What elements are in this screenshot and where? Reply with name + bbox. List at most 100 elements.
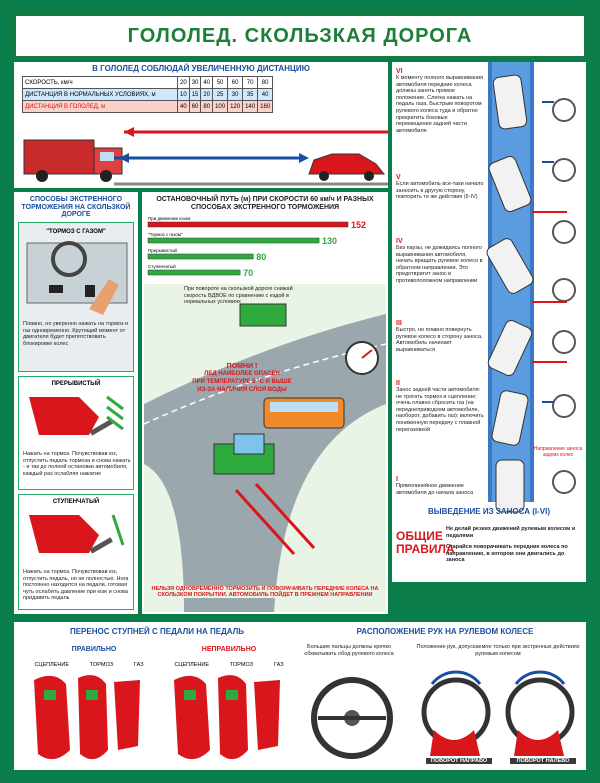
pedal-label: СЦЕПЛЕНИЕ	[34, 662, 69, 668]
bar	[147, 253, 254, 260]
cell: 70	[242, 76, 259, 89]
skid-step-4: IV Без паузы, не дожидаясь полного вырав…	[396, 238, 484, 285]
warning-line-4: ИЗ-ЗА НАЛИЧИЯ СЛОЯ ВОДЫ	[197, 386, 287, 393]
bar-label: "Тормоз с газом"	[148, 232, 183, 237]
hands-text-1: Большие пальцы должны крепко обхватывать…	[304, 644, 394, 657]
step-text: Без паузы, не дожидаясь полного выравнив…	[396, 245, 483, 284]
method-step-title: СТУПЕНЧАТЫЙ	[52, 499, 100, 505]
skid-panel: VI К моменту полного выравнивания автомо…	[392, 62, 586, 582]
cell: 160	[257, 100, 274, 113]
normal-row-label: ДИСТАНЦИЯ В НОРМАЛЬНЫХ УСЛОВИЯХ, м	[22, 88, 178, 101]
poster-title-box: ГОЛОЛЕД. СКОЛЬЗКАЯ ДОРОГА	[14, 14, 586, 58]
stopping-panel: ОСТАНОВОЧНЫЙ ПУТЬ (м) ПРИ СКОРОСТИ 60 км…	[142, 192, 388, 614]
warning-line-1: ПОМНИ !	[226, 363, 258, 370]
feet-ok-label: ПРАВИЛЬНО	[71, 646, 117, 653]
step-text: Быстро, но плавно повернуть рулевое коле…	[396, 327, 483, 353]
cell: 40	[200, 76, 214, 89]
general-rules: ОБЩИЕ ПРАВИЛА Не делай резких движений р…	[396, 524, 582, 578]
turn-left-label: ПОВОРОТ НАЛЕВО	[510, 758, 576, 764]
cell: 50	[212, 76, 229, 89]
skid-road-illustration	[486, 62, 576, 513]
step-number: V	[396, 174, 401, 181]
step-text: Прямолинейное движение автомобиля до нач…	[396, 483, 474, 496]
step-text: Если автомобиль все-таки начало заносить…	[396, 181, 484, 201]
cell: 40	[257, 88, 274, 101]
bar-value: 70	[243, 268, 253, 278]
cell: 35	[242, 88, 259, 101]
steering-wheel-illustration	[311, 670, 575, 759]
pulse-foot-icon	[29, 395, 124, 436]
step-text: Занос задней части автомобиля: не трогат…	[396, 387, 484, 433]
skid-step-3: III Быстро, но плавно повернуть рулевое …	[396, 320, 484, 353]
step-text: К моменту полного выравнивания автомобил…	[396, 75, 484, 134]
scene-note: При повороте на скользкой дороге снижай …	[184, 286, 293, 306]
distance-caption: В ГОЛОЛЕД СОБЛЮДАЙ УВЕЛИЧЕННУЮ ДИСТАНЦИЮ	[92, 64, 310, 73]
cell: 15	[188, 88, 202, 101]
pedal-label: ГАЗ	[134, 662, 144, 668]
cell: 140	[242, 100, 259, 113]
pedal-label: СЦЕПЛЕНИЕ	[174, 662, 209, 668]
cell: 60	[227, 76, 244, 89]
methods-caption: СПОСОБЫ ЭКСТРЕННОГО ТОРМОЖЕНИЯ НА СКОЛЬЗ…	[21, 196, 131, 219]
method-pulse-text: Нажать на тормоз. Почувствовав юз, отпус…	[23, 451, 131, 477]
cell: 80	[200, 100, 214, 113]
bar-value: 130	[322, 236, 337, 246]
cell: 10	[177, 88, 190, 101]
cell: 25	[212, 88, 229, 101]
stopping-caption: ОСТАНОВОЧНЫЙ ПУТЬ (м) ПРИ СКОРОСТИ 60 км…	[156, 196, 374, 211]
step-number: II	[396, 380, 400, 387]
poster-title: ГОЛОЛЕД. СКОЛЬЗКАЯ ДОРОГА	[127, 24, 473, 47]
warning-line-3: ПРИ ТЕМПЕРАТУРЕ 0 °С И ВЫШЕ	[192, 378, 292, 385]
pedals-illustration	[26, 241, 128, 315]
step-foot-icon	[29, 514, 125, 554]
warning-line-2: ЛЕД НАИБОЛЕЕ ОПАСЕН	[204, 371, 280, 378]
cell: 30	[227, 88, 244, 101]
bar	[147, 269, 241, 276]
pedal-label: ГАЗ	[274, 662, 284, 668]
feet-illustration	[34, 675, 280, 760]
road-scene-illustration	[144, 303, 386, 612]
cell: 30	[188, 76, 202, 89]
distance-panel: В ГОЛОЛЕД СОБЛЮДАЙ УВЕЛИЧЕННУЮ ДИСТАНЦИЮ…	[14, 62, 388, 188]
bar-value: 152	[351, 220, 366, 230]
cell: 20	[200, 88, 214, 101]
feet-ok-pedals: СЦЕПЛЕНИЕ ТОРМОЗ ГАЗ	[24, 662, 154, 668]
method-pulse: ПРЕРЫВИСТЫЙ Нажать на тормоз. Почувствов…	[18, 376, 134, 490]
scene: При повороте на скользкой дороге снижай …	[144, 284, 386, 612]
scene-bottom-warning: НЕЛЬЗЯ ОДНОВРЕМЕННО ТОРМОЗИТЬ И ПОВОРАЧИ…	[148, 586, 382, 598]
method-gas-title: "ТОРМОЗ С ГАЗОМ"	[46, 229, 106, 235]
step-number: VI	[396, 68, 403, 75]
cell: 60	[188, 100, 202, 113]
general-title: ОБЩИЕ ПРАВИЛА	[396, 529, 455, 556]
feet-bad-pedals: СЦЕПЛЕНИЕ ТОРМОЗ ГАЗ	[164, 662, 294, 668]
bar-label: При движении юзом	[148, 216, 190, 221]
skid-direction-label: Направление заноса задних колес	[533, 446, 583, 458]
cell: 80	[257, 76, 274, 89]
bar-value: 80	[256, 252, 266, 262]
bar-label: Прерывистый	[148, 247, 177, 253]
bar	[147, 237, 320, 244]
method-step-text: Нажать на тормоз. Почувствовав юз, отпус…	[23, 569, 129, 602]
cell: 120	[227, 100, 244, 113]
step-number: III	[396, 320, 402, 327]
hands-text-2: Положение рук, допускаемое только при эк…	[416, 644, 580, 657]
method-step: СТУПЕНЧАТЫЙ Нажать на тормоз. Почувствов…	[18, 494, 134, 610]
hands-caption: РАСПОЛОЖЕНИЕ РУК НА РУЛЕВОМ КОЛЕСЕ	[356, 627, 534, 636]
ice-row-label: ДИСТАНЦИЯ В ГОЛОЛЕД, м	[22, 100, 178, 113]
methods-panel: СПОСОБЫ ЭКСТРЕННОГО ТОРМОЖЕНИЯ НА СКОЛЬЗ…	[14, 192, 138, 614]
general-rule-1: Не делай резких движений рулевым колесом…	[446, 526, 576, 539]
turn-right-label: ПОВОРОТ НАПРАВО	[426, 758, 492, 764]
step-number: IV	[396, 238, 403, 245]
speed-row-label: СКОРОСТЬ, км/ч	[22, 76, 178, 89]
stopping-chart: При движении юзом 152 "Тормоз с газом" 130П…	[147, 216, 366, 278]
step-number: I	[396, 476, 398, 483]
general-rule-2: Старайся поворачивать передние колеса по…	[446, 544, 568, 564]
bar-label: Ступенчатый	[148, 263, 176, 269]
warning-box: ПОМНИ ! ЛЕД НАИБОЛЕЕ ОПАСЕН ПРИ ТЕМПЕРАТ…	[174, 362, 310, 394]
method-gas-text: Плавно, но уверенно нажать на тормоз и г…	[23, 321, 129, 347]
feet-caption: ПЕРЕНОС СТУПНЕЙ С ПЕДАЛИ НА ПЕДАЛЬ	[69, 627, 245, 636]
